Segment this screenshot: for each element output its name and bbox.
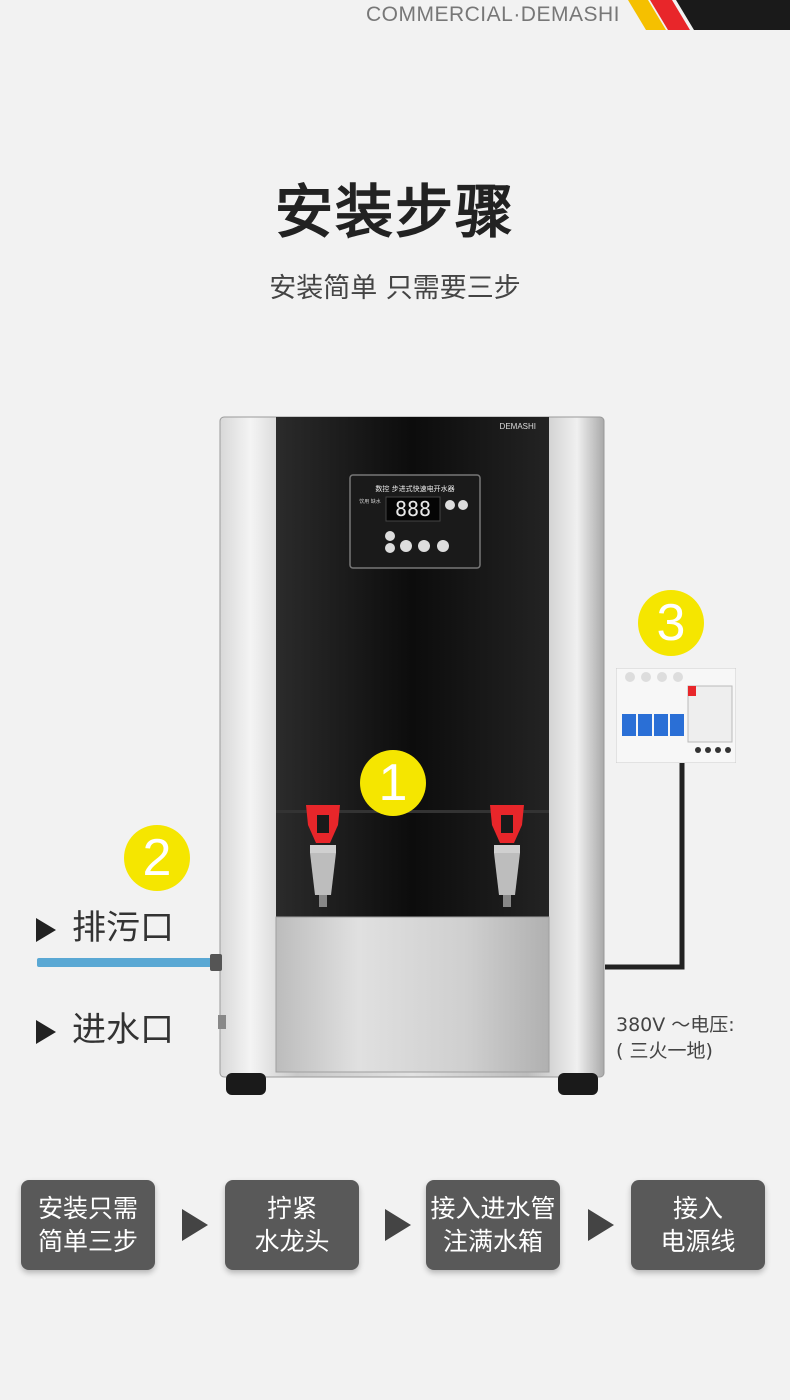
triangle-icon [36,1019,56,1044]
arrow-right-icon [588,1209,614,1241]
brand-name: COMMERCIAL·DEMASHI [365,3,620,26]
arrow-right-icon [385,1209,411,1241]
voltage-line-1: 380V ～电压: [616,1014,735,1036]
step-box-2: 拧紧 水龙头 [225,1180,359,1270]
step-marker-1: 1 [360,750,426,816]
step-box-2-line2: 水龙头 [254,1227,330,1256]
inlet-label: 进水口 [36,1002,174,1051]
step-box-4-line2: 电源线 [660,1227,736,1256]
voltage-note: 380V ～电压: ( 三火一地) [616,1012,735,1064]
step-box-4: 接入 电源线 [631,1180,765,1270]
step-box-2-line1: 拧紧 [266,1194,317,1223]
svg-text:DEMASHI: DEMASHI [500,422,536,431]
drain-pipe [37,958,215,967]
step-box-3-line1: 接入进水管 [430,1194,556,1223]
voltage-line-2: ( 三火一地) [616,1040,713,1062]
step-box-4-line1: 接入 [672,1194,723,1223]
right-tap [490,805,524,907]
step-marker-2: 2 [124,825,190,891]
step-box-1-line1: 安装只需 [37,1194,138,1223]
step-box-3-line2: 注满水箱 [442,1227,543,1256]
svg-text:数控 步进式快速电开水器: 数控 步进式快速电开水器 [375,484,454,493]
drain-label-text: 排污口 [72,908,174,948]
svg-text:饮用 缺水: 饮用 缺水 [359,498,381,505]
inlet-label-text: 进水口 [72,1010,174,1050]
circuit-breaker [616,668,736,763]
page-subtitle: 安装简单 只需要三步 [269,273,521,304]
svg-text:888: 888 [395,497,431,521]
page-title: 安装步骤 [274,178,515,246]
step-marker-3: 3 [638,590,704,656]
drain-pipe-fitting [210,954,222,971]
arrow-right-icon [182,1209,208,1241]
step-box-1-line2: 简单三步 [37,1227,138,1256]
step-box-1: 安装只需 简单三步 [21,1180,155,1270]
water-boiler-machine: DEMASHI 数控 步进式快速电开水器 饮用 缺水 888 [218,416,605,1095]
power-cable [605,762,685,970]
brand-stripes [628,0,790,30]
triangle-icon [36,917,56,942]
left-tap [306,805,340,907]
step-box-3: 接入进水管 注满水箱 [426,1180,560,1270]
drain-label: 排污口 [36,900,174,949]
